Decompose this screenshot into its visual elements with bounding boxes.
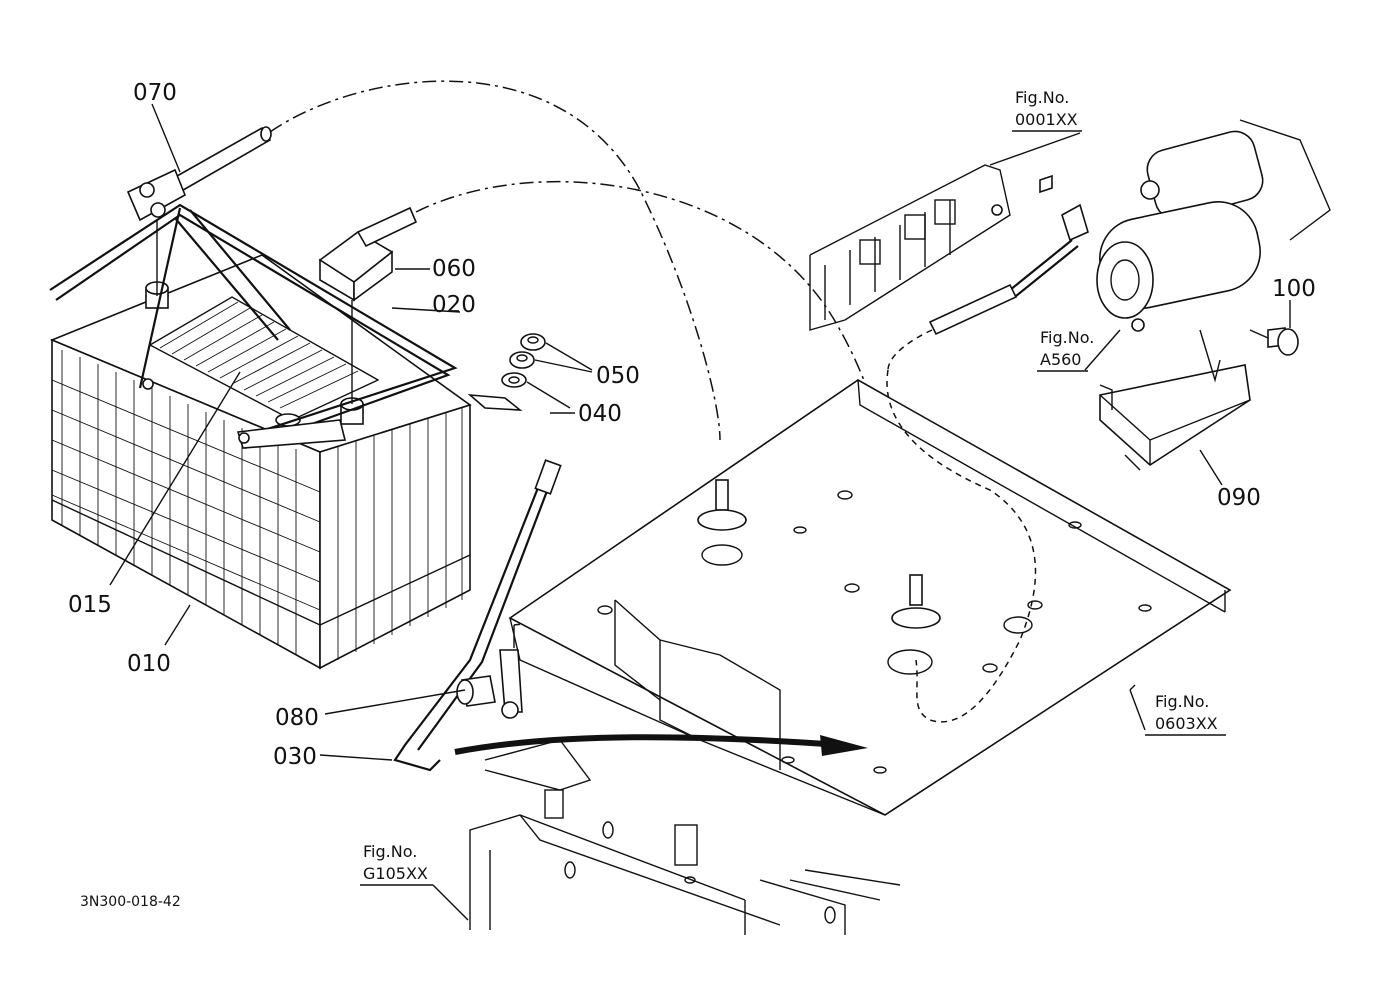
part-label-060: 060 bbox=[432, 256, 476, 282]
part-label-010: 010 bbox=[127, 651, 171, 677]
engine-block bbox=[809, 164, 1011, 331]
assembly-arrow bbox=[454, 734, 868, 756]
heat-shield-090 bbox=[1099, 329, 1251, 471]
battery-grill-right bbox=[319, 408, 471, 660]
positive-cable-070 bbox=[126, 126, 272, 296]
battery-grill-rows bbox=[51, 379, 321, 626]
battery-label-hatching bbox=[159, 301, 359, 409]
part-label-090: 090 bbox=[1217, 485, 1261, 511]
part-label-100: 100 bbox=[1272, 276, 1316, 302]
fig-ref-0603-line1: Fig.No. bbox=[1155, 692, 1209, 711]
chassis-frame bbox=[469, 739, 901, 935]
cable-070-route bbox=[269, 80, 721, 441]
fig-ref-A560-line2: A560 bbox=[1040, 350, 1081, 369]
starter-cable-route bbox=[887, 329, 933, 371]
bolt-100 bbox=[1249, 327, 1299, 356]
starter-motor bbox=[1096, 119, 1331, 332]
part-label-015: 015 bbox=[68, 592, 112, 618]
cable-060-route bbox=[415, 180, 911, 571]
part-labels: 070 060 020 050 040 015 010 080 030 090 … bbox=[68, 80, 1316, 770]
cable-route-under-plate bbox=[886, 369, 1037, 723]
fig-ref-0001-line2: 0001XX bbox=[1015, 110, 1078, 129]
part-label-080: 080 bbox=[275, 705, 319, 731]
part-label-070: 070 bbox=[133, 80, 177, 106]
battery bbox=[49, 254, 472, 670]
ground-cable-080 bbox=[456, 625, 523, 719]
floor-plate bbox=[508, 379, 1232, 816]
battery-holder-frame bbox=[49, 203, 458, 450]
fig-ref-0603-line2: 0603XX bbox=[1155, 714, 1218, 733]
fig-ref-A560-line1: Fig.No. bbox=[1040, 328, 1094, 347]
figure-references: Fig.No. 0001XX Fig.No. A560 Fig.No. 0603… bbox=[360, 88, 1226, 886]
nuts-and-washer bbox=[467, 333, 593, 411]
part-label-050: 050 bbox=[596, 363, 640, 389]
part-label-020: 020 bbox=[432, 292, 476, 318]
fig-ref-G105-line1: Fig.No. bbox=[363, 842, 417, 861]
starter-cable bbox=[928, 174, 1089, 336]
battery-rod-030 bbox=[393, 459, 562, 772]
part-label-040: 040 bbox=[578, 401, 622, 427]
leader-lines bbox=[109, 103, 1291, 921]
fig-ref-0001-line1: Fig.No. bbox=[1015, 88, 1069, 107]
part-label-030: 030 bbox=[273, 744, 317, 770]
negative-cable-060 bbox=[318, 206, 418, 404]
fig-ref-G105-line2: G105XX bbox=[363, 864, 428, 883]
drawing-code: 3N300-018-42 bbox=[80, 894, 181, 910]
